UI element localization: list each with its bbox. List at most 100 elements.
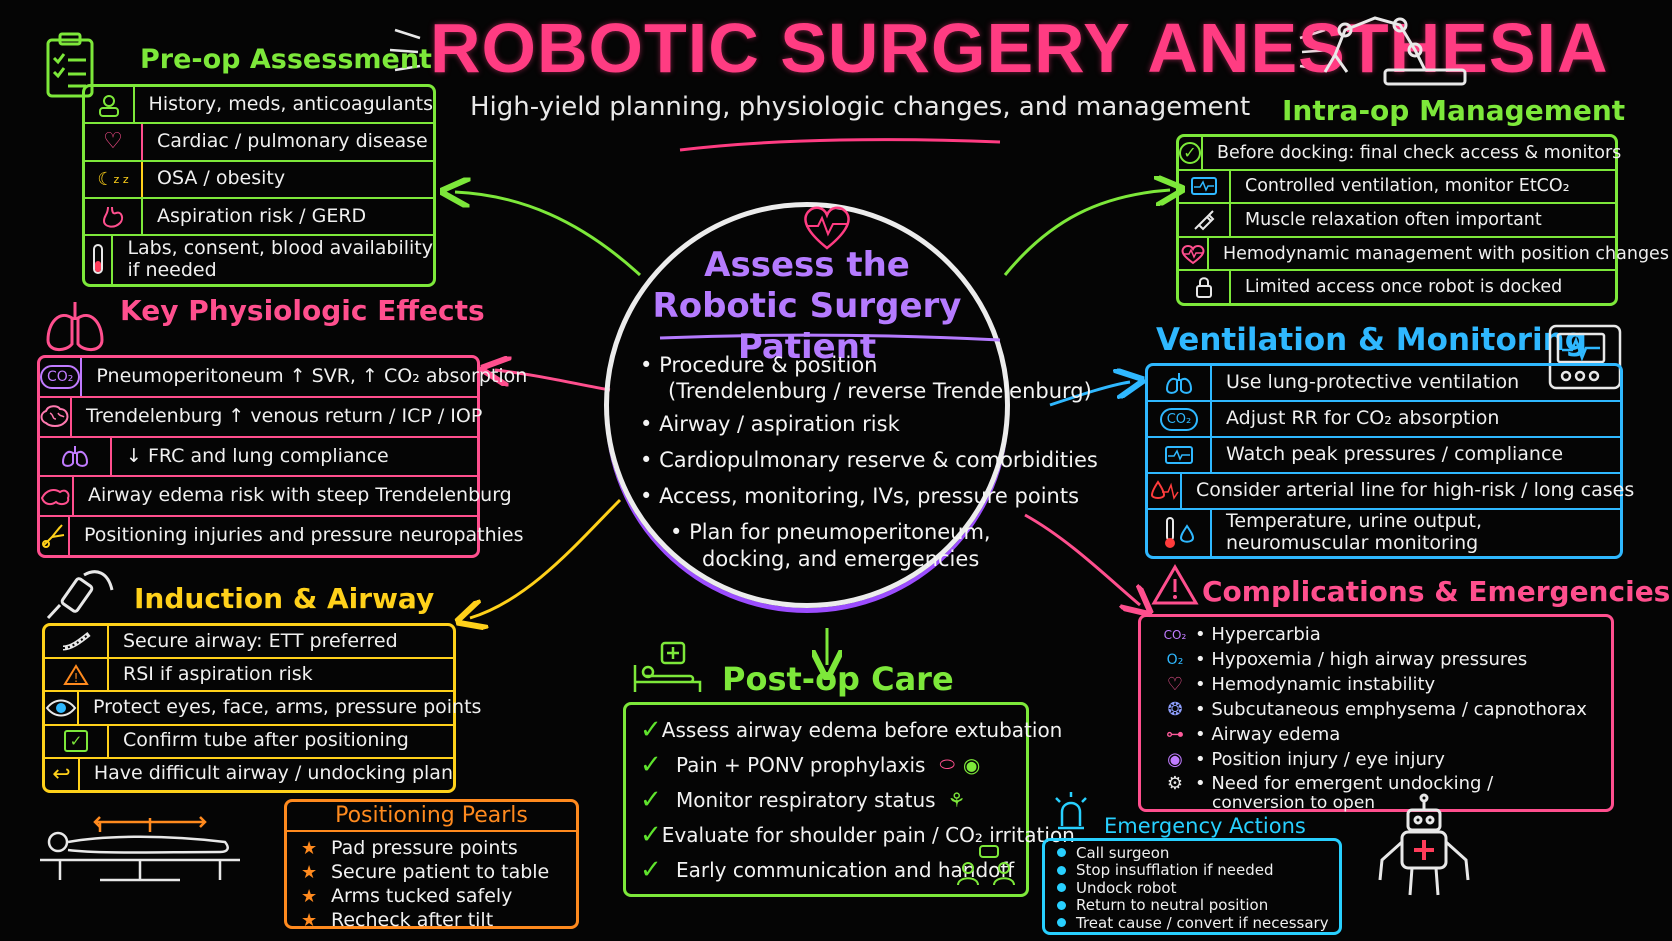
emergency-item: Undock robot <box>1057 879 1339 897</box>
complication-item: ⊶• Airway edema <box>1155 723 1611 748</box>
physio-row: Trendelenburg ↑ venous return / ICP / IO… <box>40 397 482 438</box>
lungs-icon: ⚘ <box>947 787 966 812</box>
intraop-row: Limited access once robot is docked <box>1179 271 1615 303</box>
test-tube-icon <box>85 236 114 284</box>
complication-item: ◉• Position injury / eye injury <box>1155 748 1611 773</box>
preop-row: Aspiration risk / GERD <box>85 198 433 237</box>
preop-box: History, meds, anticoagulants ♡ Cardiac … <box>82 84 436 287</box>
title-burst-right <box>1299 28 1331 72</box>
moon-sleep-icon: ☾z z <box>85 161 143 197</box>
emergency-box: Call surgeon Stop insufflation if needed… <box>1042 838 1342 935</box>
bullet-dot <box>1057 900 1066 910</box>
airway-icon: ⊶ <box>1166 724 1184 746</box>
check-icon: ✓ <box>640 749 662 780</box>
nausea-icon: ◉ <box>962 752 981 777</box>
postop-item: ✓Evaluate for shoulder pain / CO₂ irrita… <box>640 819 1075 850</box>
preop-row: History, meds, anticoagulants <box>85 87 433 125</box>
positioning-item: ★Arms tucked safely <box>301 885 513 907</box>
postop-box: ✓Assess airway edema before extubation ✓… <box>623 702 1075 897</box>
arrow-to-preop <box>455 192 642 277</box>
bullet-dot <box>1057 848 1066 858</box>
complication-item: ⚙• Need for emergent undocking / <box>1155 773 1611 795</box>
intraop-row: Controlled ventilation, monitor EtCO₂ <box>1179 170 1615 205</box>
center-bullet: (Trendelenburg / reverse Trendelenburg) <box>668 379 1092 404</box>
title-burst-left <box>389 28 421 72</box>
physio-row: Airway edema risk with steep Trendelenbu… <box>40 477 512 518</box>
emergency-item: Treat cause / convert if necessary <box>1057 914 1339 932</box>
ventilation-row: Consider arterial line for high-risk / l… <box>1148 474 1634 511</box>
brain-icon <box>40 397 72 436</box>
induction-row: Secure airway: ETT preferred <box>45 626 453 660</box>
airway-edema-icon <box>40 477 74 516</box>
bullet-dot <box>1057 918 1066 928</box>
induction-row: Protect eyes, face, arms, pressure point… <box>45 692 481 726</box>
arrow-to-ventilation <box>1049 382 1130 407</box>
positioning-box: Positioning Pearls ★Pad pressure points … <box>284 799 579 931</box>
induction-row: ✓ Confirm tube after positioning <box>45 725 453 759</box>
blood-pulse-icon <box>1148 474 1182 509</box>
co2-icon: CO₂ <box>40 358 83 396</box>
complication-item-continued: conversion to open <box>1212 793 1376 814</box>
co2-cloud-icon: CO₂ <box>1163 628 1187 643</box>
stomach-icon <box>85 198 143 235</box>
check-icon: ✓ <box>640 714 662 745</box>
emergency-item: Call surgeon <box>1057 844 1339 862</box>
return-arrow-icon: ↩ <box>45 758 80 791</box>
complication-item: O₂• Hypoxemia / high airway pressures <box>1155 648 1611 673</box>
intraop-row: Muscle relaxation often important <box>1179 204 1615 238</box>
center-circle <box>604 202 1010 608</box>
positioning-item: ★Secure patient to table <box>301 861 550 883</box>
checkbox-icon: ✓ <box>45 725 109 757</box>
check-icon: ✓ <box>640 854 662 885</box>
robot-arm-icon: ⚙ <box>1166 772 1184 794</box>
arrow-to-physio <box>495 370 611 392</box>
star-icon: ★ <box>301 885 318 907</box>
heart-pulse-icon <box>1179 237 1209 270</box>
heart-icon: ♡ <box>85 124 143 160</box>
monitor-waveform-icon <box>1179 170 1231 203</box>
intraop-box: ✓ Before docking: final check access & m… <box>1176 134 1669 306</box>
center-bullet: • Cardiopulmonary reserve & comorbiditie… <box>640 447 1098 472</box>
center-bullet: • Procedure & position <box>640 353 878 377</box>
check-circle-icon: ✓ <box>1179 137 1203 169</box>
emergency-title: Emergency Actions <box>1104 814 1306 838</box>
bullet-dot <box>1057 865 1066 875</box>
positioning-item: ★Pad pressure points <box>301 837 518 859</box>
pill-icon: ⬭ <box>939 754 955 775</box>
physio-box: CO₂ Pneumoperitoneum ↑ SVR, ↑ CO₂ absorp… <box>37 355 527 558</box>
star-icon: ★ <box>301 909 318 931</box>
center-bullet: • Airway / aspiration risk <box>640 411 900 436</box>
intraop-row: ✓ Before docking: final check access & m… <box>1179 137 1621 171</box>
check-icon: ✓ <box>640 784 662 815</box>
svg-text:!: ! <box>74 671 79 685</box>
emergency-item: Stop insufflation if needed <box>1057 861 1339 879</box>
syringe-icon <box>1179 204 1231 236</box>
arrow-to-intraop <box>1003 190 1170 276</box>
postop-title: Post-op Care <box>722 660 954 698</box>
person-icon <box>85 87 135 123</box>
physio-title: Key Physiologic Effects <box>120 294 485 327</box>
check-icon: ✓ <box>640 819 662 850</box>
induction-row: ! RSI if aspiration risk <box>45 659 453 693</box>
postop-item: ✓Assess airway edema before extubation <box>640 714 1063 745</box>
subtitle: High-yield planning, physiologic changes… <box>470 92 1251 122</box>
ett-tube-icon <box>45 626 109 658</box>
lock-icon <box>1179 271 1231 303</box>
ventilation-row: CO₂ Adjust RR for CO₂ absorption <box>1148 402 1620 439</box>
complications-box: CO₂• Hypercarbia O₂• Hypoxemia / high ai… <box>1138 614 1614 812</box>
center-bullet: • Access, monitoring, IVs, pressure poin… <box>640 484 1080 508</box>
arrow-to-induction <box>470 498 622 618</box>
physio-row: ↓ FRC and lung compliance <box>40 437 477 478</box>
ventilation-title: Ventilation & Monitoring <box>1156 322 1587 358</box>
emphysema-icon: ❂ <box>1167 699 1183 721</box>
postop-item: ✓Pain + PONV prophylaxis ⬭◉ <box>640 749 981 780</box>
